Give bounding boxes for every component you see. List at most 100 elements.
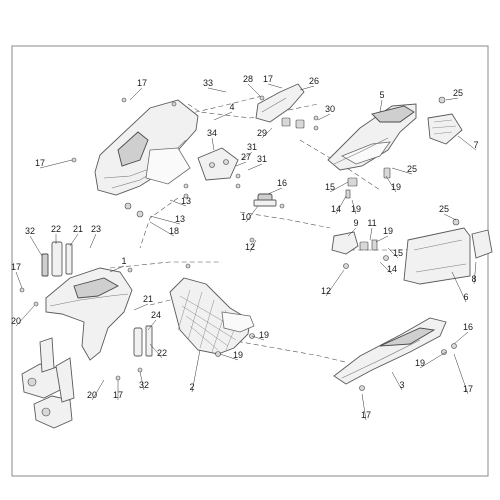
- part-callout-number: 15: [393, 248, 403, 258]
- part-callout-number: 14: [387, 264, 397, 274]
- part-callout-number: 30: [325, 104, 335, 114]
- part-2-front-inner-grille: [169, 263, 255, 357]
- part-callout-number: 22: [51, 224, 61, 234]
- part-callout-number: 17: [263, 74, 273, 84]
- part-callout-number: 15: [325, 182, 335, 192]
- callout-leader-line: [15, 305, 35, 327]
- part-34-bracket: [197, 147, 239, 181]
- callout-leader-line: [191, 349, 201, 393]
- part-callout-number: 24: [151, 310, 161, 320]
- callout-leader-line: [147, 319, 157, 331]
- callout-leaders: [15, 83, 477, 421]
- part-callout-number: 31: [247, 142, 257, 152]
- callout-leader-line: [219, 353, 239, 361]
- callout-leader-line: [453, 331, 469, 345]
- callout-leader-line: [391, 371, 403, 391]
- callout-leader-line: [247, 163, 263, 171]
- callout-leader-line: [391, 167, 413, 175]
- callout-leader-line: [129, 87, 143, 101]
- part-callout-number: 19: [391, 182, 401, 192]
- callout-leader-line: [347, 227, 357, 237]
- callout-leader-line: [261, 127, 273, 139]
- part-callout-number: 17: [11, 262, 21, 272]
- part-callout-number: 16: [277, 178, 287, 188]
- callout-leader-line: [241, 151, 253, 161]
- part-callout-number: 13: [181, 196, 191, 206]
- callout-leader-line: [453, 353, 469, 395]
- callout-leader-line: [325, 269, 345, 297]
- part-callout-number: 17: [113, 390, 123, 400]
- part-callout-number: 19: [383, 226, 393, 236]
- callout-leader-line: [473, 261, 477, 285]
- callout-leader-line: [267, 187, 283, 195]
- callout-leader-line: [39, 159, 73, 169]
- part-callout-number: 10: [241, 212, 251, 222]
- callout-leader-line: [247, 83, 261, 97]
- callout-leader-line: [251, 335, 265, 341]
- callout-leader-line: [169, 199, 187, 207]
- callout-leader-line: [91, 379, 105, 401]
- part-callout-number: 27: [241, 152, 251, 162]
- part-callout-number: 33: [203, 78, 213, 88]
- callout-leader-line: [149, 343, 163, 359]
- part-callout-number: 23: [91, 224, 101, 234]
- part-callout-number: 28: [243, 74, 253, 84]
- callout-leader-line: [133, 303, 149, 311]
- part-callout-number: 34: [207, 128, 217, 138]
- part-callout-number: 22: [157, 348, 167, 358]
- fasteners-left: [19, 267, 143, 381]
- parts-21-22-23-strips: [41, 241, 153, 357]
- part-callout-number: 8: [471, 274, 476, 284]
- callout-leader-line: [335, 195, 347, 215]
- part-callout-number: 25: [453, 88, 463, 98]
- callout-leader-line: [375, 235, 389, 243]
- part-callout-number: 20: [11, 316, 21, 326]
- part-callout-number: 31: [257, 154, 267, 164]
- fasteners-center: [71, 95, 319, 218]
- part-callout-number: 2: [189, 382, 194, 392]
- part-7-mount: [427, 96, 463, 145]
- callout-leader-line: [299, 85, 315, 91]
- part-callout-number: 16: [463, 322, 473, 332]
- callout-leader-line: [139, 371, 145, 391]
- callout-leader-line: [149, 215, 181, 225]
- callout-leader-line: [109, 265, 125, 273]
- part-3-lower-side-panel: [333, 317, 457, 391]
- part-callout-number: 21: [143, 294, 153, 304]
- callout-leader-line: [235, 161, 247, 167]
- callout-leader-line: [419, 351, 447, 369]
- part-4-upper-side-panel: [94, 99, 199, 196]
- part-callout-number: 25: [407, 164, 417, 174]
- part-callout-number: 11: [367, 218, 376, 228]
- part-callout-number: 21: [73, 224, 83, 234]
- part-callout-number: 4: [229, 102, 234, 112]
- callout-leader-line: [211, 137, 215, 151]
- part-callout-number: 6: [463, 292, 468, 302]
- part-callout-number: 13: [175, 214, 185, 224]
- callout-leader-line: [329, 181, 349, 193]
- fasteners-right: [343, 167, 460, 269]
- part-callout-number: 12: [245, 242, 255, 252]
- part-callout-number: 32: [139, 380, 149, 390]
- callout-leader-line: [369, 227, 373, 241]
- part-callout-number: 5: [379, 90, 384, 100]
- callout-leader-line: [207, 87, 227, 93]
- part-callout-number: 17: [35, 158, 45, 168]
- part-callout-number: 12: [321, 286, 331, 296]
- callout-leader-line: [249, 239, 257, 253]
- part-callout-number: 19: [259, 330, 269, 340]
- part-5-right-upper-fairing: [327, 103, 417, 171]
- callout-leader-line: [15, 271, 23, 289]
- callout-leader-line: [451, 271, 467, 303]
- part-callout-number: 29: [257, 128, 267, 138]
- callout-leader-line: [379, 99, 383, 113]
- callout-leader-line: [445, 97, 459, 101]
- callout-leader-line: [267, 83, 283, 89]
- part-callout-number: 17: [137, 78, 147, 88]
- callout-leader-line: [387, 247, 399, 259]
- front-fork-assemblies: [21, 337, 75, 429]
- part-26-upper-cover: [255, 83, 305, 123]
